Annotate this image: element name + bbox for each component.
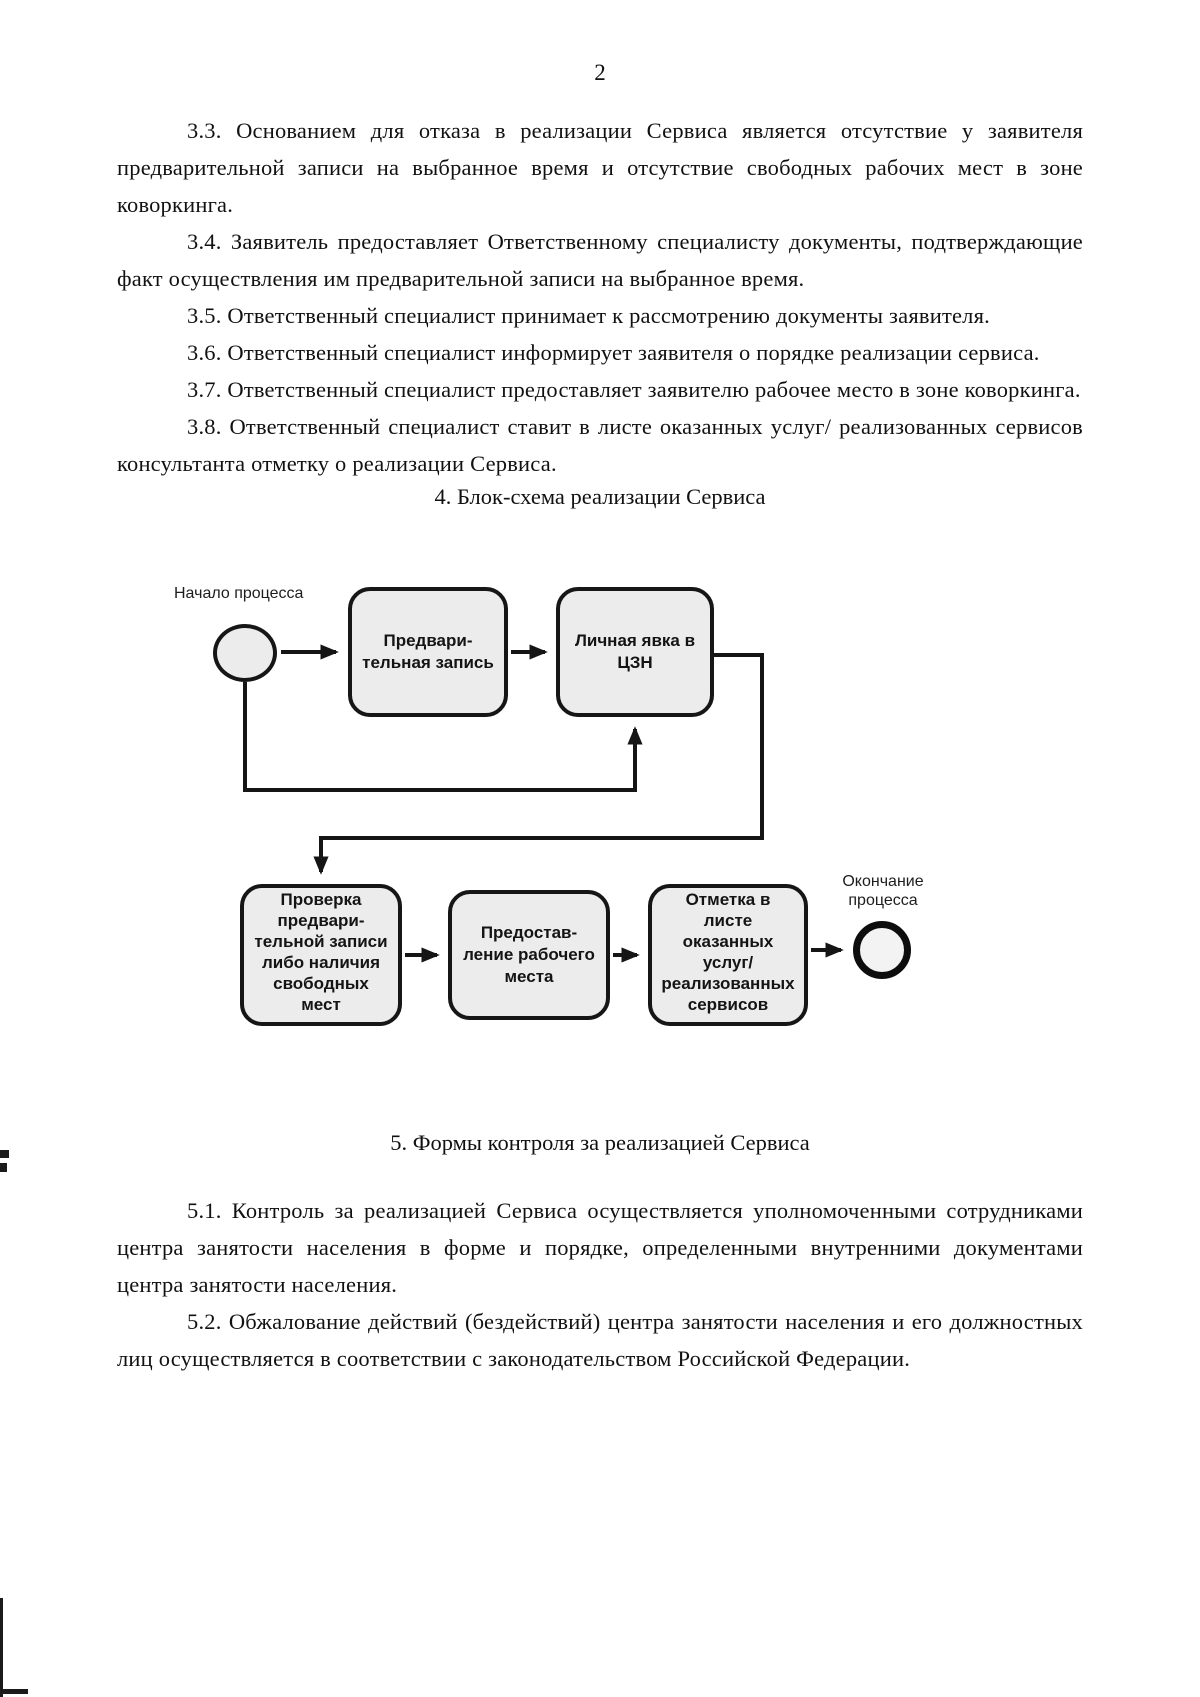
- section-5-paragraphs: 5.1. Контроль за реализацией Сервиса осу…: [117, 1192, 1083, 1377]
- section-4-heading: 4. Блок-схема реализации Сервиса: [434, 484, 766, 509]
- paragraph-3-5: 3.5. Ответственный специалист принимает …: [187, 303, 990, 328]
- flow-box-check-registration: Проверка предвари- тельной записи либо н…: [240, 884, 402, 1026]
- paragraph-5-2: 5.2. Обжалование действий (бездействий) …: [117, 1309, 1083, 1371]
- start-process-label: Начало процесса: [174, 585, 304, 602]
- page-content: 2 3.3. Основанием для отказа в реализаци…: [0, 0, 1200, 512]
- flow-box-personal-visit: Личная явка в ЦЗН: [556, 587, 714, 717]
- end-event-circle: [853, 921, 911, 979]
- scan-artifact-left-dash-2: [0, 1163, 7, 1172]
- paragraph-3-8: 3.8. Ответственный специалист ставит в л…: [117, 414, 1083, 476]
- flow-box-service-mark: Отметка в листе оказанных услуг/ реализо…: [648, 884, 808, 1026]
- scan-artifact-left-dash-1: [0, 1150, 9, 1158]
- paragraph-3-3: 3.3. Основанием для отказа в реализации …: [117, 118, 1083, 217]
- end-process-label: Окончание процесса: [842, 873, 924, 909]
- section-5-heading: 5. Формы контроля за реализацией Сервиса: [390, 1130, 810, 1155]
- page-number: 2: [594, 60, 606, 85]
- start-event-circle: [213, 624, 277, 682]
- scan-artifact-bottom-dash: [0, 1689, 28, 1694]
- paragraph-3-7: 3.7. Ответственный специалист предоставл…: [187, 377, 1081, 402]
- section-5-content: 5. Формы контроля за реализацией Сервиса…: [0, 1128, 1200, 1377]
- paragraph-5-1: 5.1. Контроль за реализацией Сервиса осу…: [117, 1198, 1083, 1297]
- scan-artifact-left-line: [0, 1598, 3, 1697]
- flowchart: Начало процесса Предвари- тельная запись…: [0, 522, 1200, 1042]
- flow-box-workplace-provision: Предостав- ление рабочего места: [448, 890, 610, 1020]
- paragraph-3-4: 3.4. Заявитель предоставляет Ответственн…: [117, 229, 1083, 291]
- paragraph-3-6: 3.6. Ответственный специалист информируе…: [187, 340, 1040, 365]
- section-3-paragraphs: 3.3. Основанием для отказа в реализации …: [117, 112, 1083, 482]
- flow-box-preliminary-registration: Предвари- тельная запись: [348, 587, 508, 717]
